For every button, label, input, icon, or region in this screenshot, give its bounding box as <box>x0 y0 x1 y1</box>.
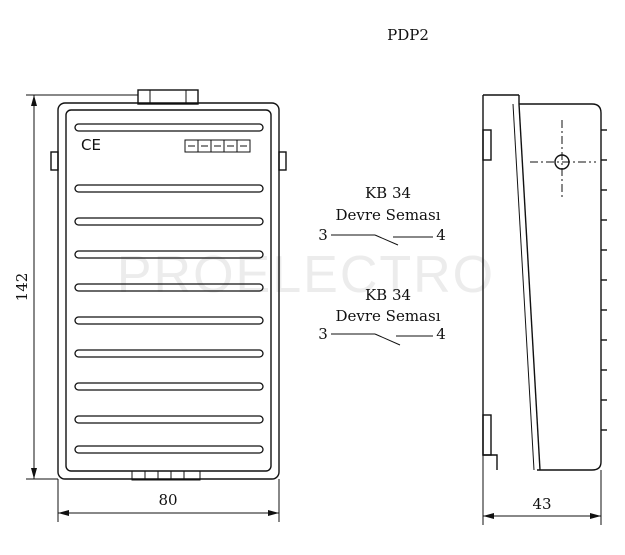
pedal-slot <box>74 415 264 424</box>
terminal-left: 3 <box>318 226 328 244</box>
schematic-label: Devre Seması <box>335 307 440 325</box>
front-view: CE <box>50 89 287 481</box>
ce-mark: CE <box>81 136 101 154</box>
pedal-slot <box>74 283 264 292</box>
width-value: 80 <box>158 491 177 509</box>
pedal-slot <box>74 316 264 325</box>
pedal-slot <box>74 349 264 358</box>
pedal-slot <box>74 217 264 226</box>
top-connector <box>137 89 199 105</box>
brand-logo <box>184 139 251 153</box>
right-side-tab <box>278 151 287 171</box>
terminal-right: 4 <box>436 226 446 244</box>
terminal-right: 4 <box>436 325 446 343</box>
side-view <box>482 94 607 471</box>
pedal-slot <box>74 184 264 193</box>
schematic-label: Devre Seması <box>335 206 440 224</box>
terminal-left: 3 <box>318 325 328 343</box>
height-dimension: 142 <box>13 94 138 480</box>
width-dimension: 80 <box>57 479 280 522</box>
pedal-slot <box>74 445 264 454</box>
pedal-slot <box>74 382 264 391</box>
bottom-logo-plate <box>131 470 201 481</box>
left-side-tab <box>50 151 59 171</box>
circuit-schematic-1: KB 34 Devre Seması 3 4 <box>318 184 446 246</box>
watermark-text: PROELECTRO <box>117 246 495 304</box>
depth-value: 43 <box>532 495 551 513</box>
circuit-schematic-2: KB 34 Devre Seması 3 4 <box>318 286 446 346</box>
depth-dimension: 43 <box>482 455 602 525</box>
schematic-model: KB 34 <box>365 184 411 202</box>
height-value: 142 <box>13 273 31 302</box>
schematic-model: KB 34 <box>365 286 411 304</box>
pedal-housing-outer <box>57 102 280 480</box>
drawing-title: PDP2 <box>387 26 429 44</box>
pedal-slot <box>74 250 264 259</box>
pedal-slot <box>74 123 264 132</box>
